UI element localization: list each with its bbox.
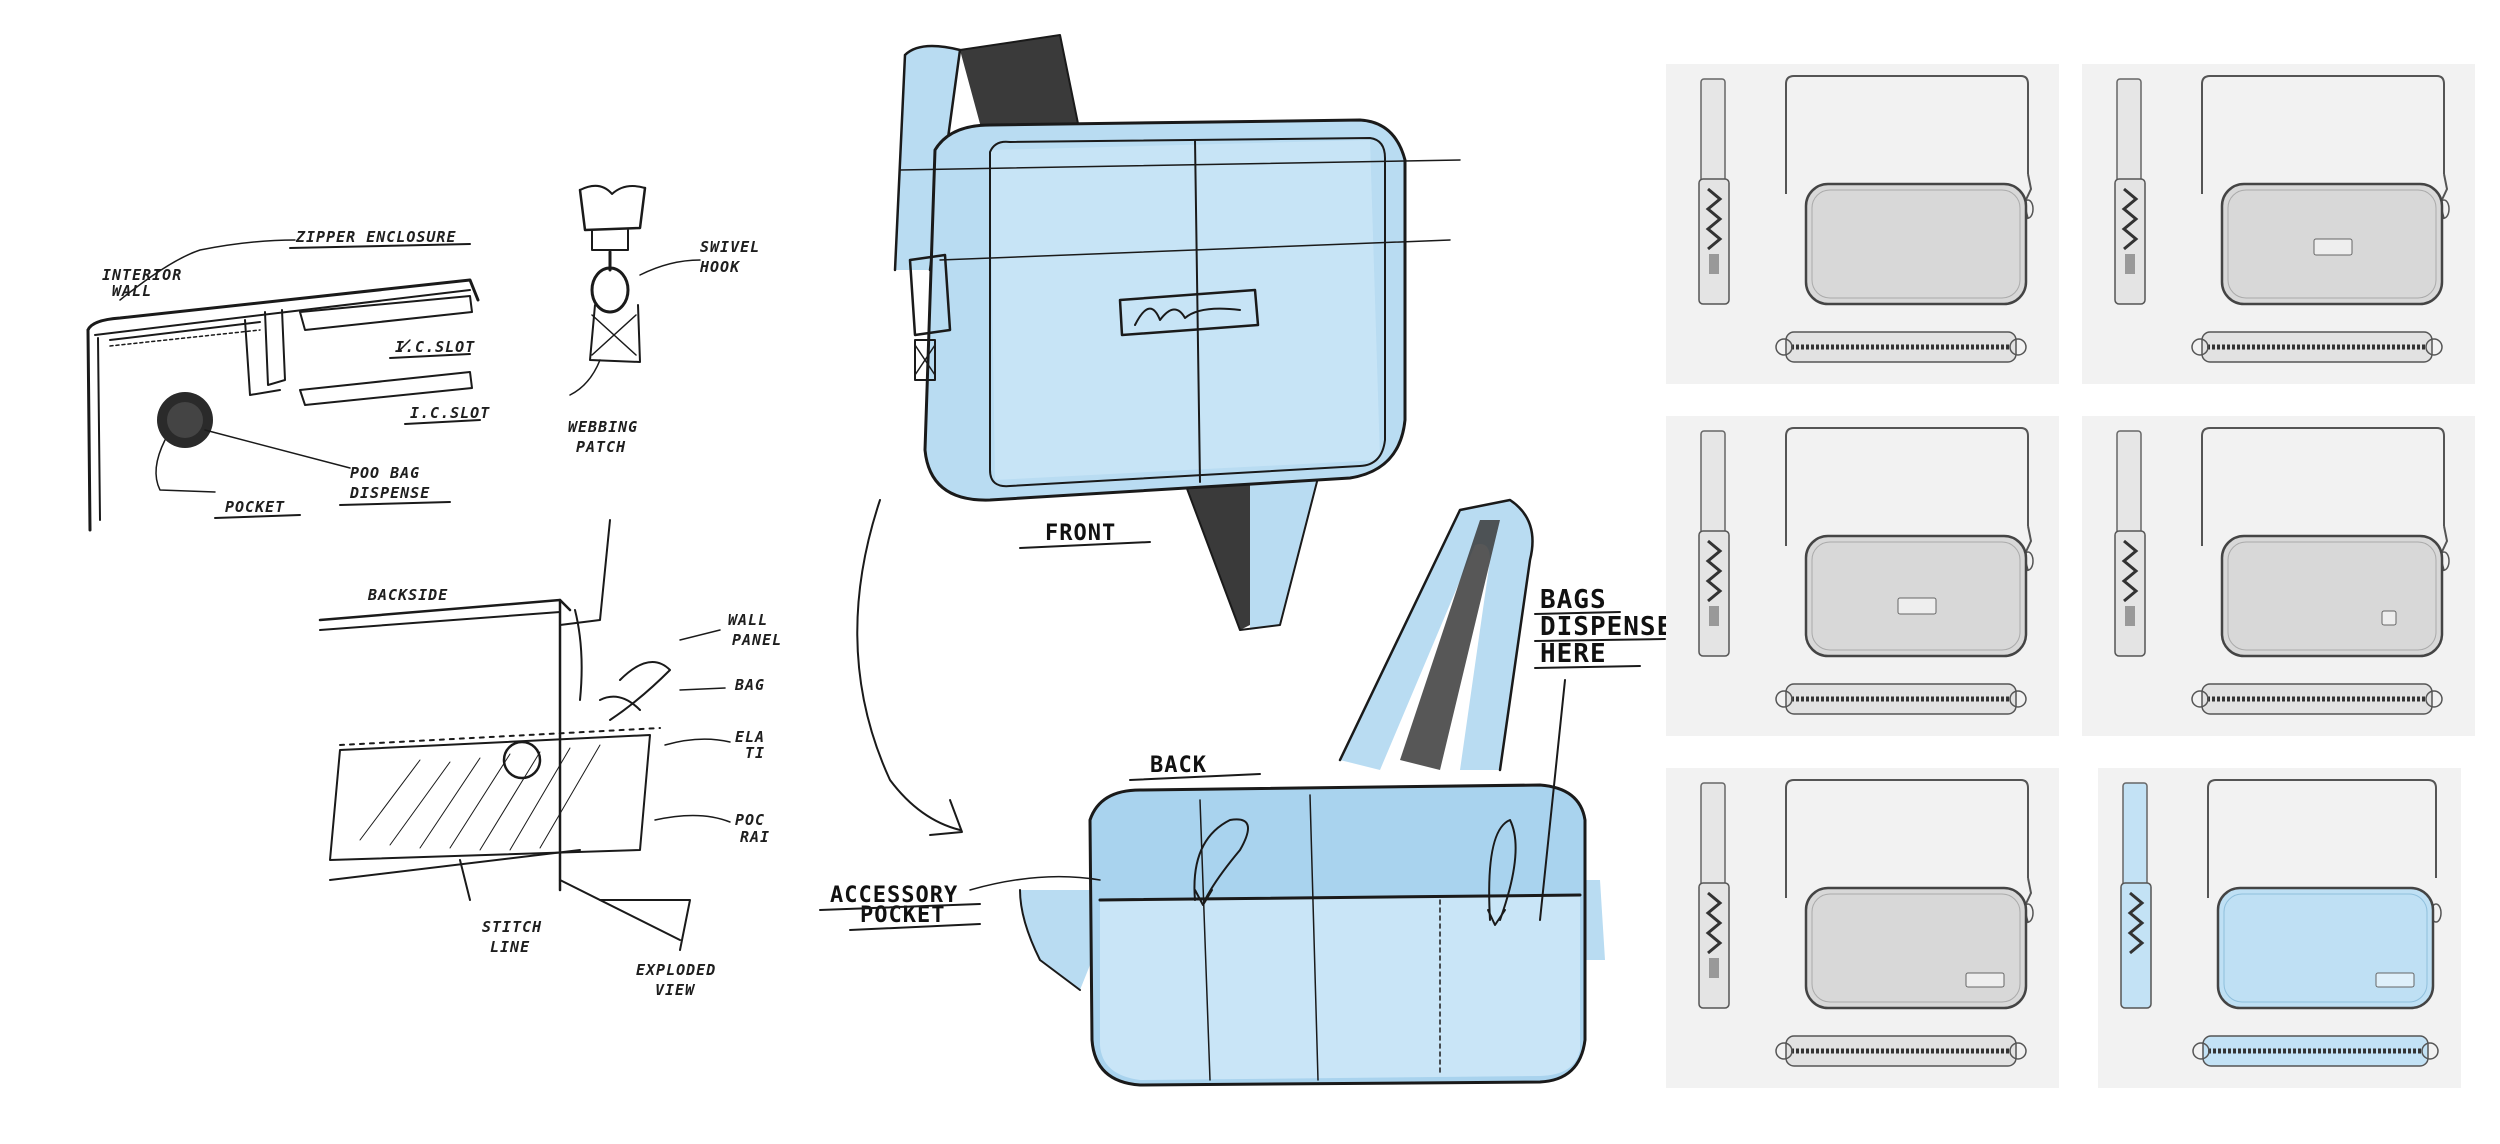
label-poo-bag: POO BAG	[350, 464, 420, 482]
label-wall-2: WALL	[728, 611, 768, 629]
variant-6	[2098, 768, 2461, 1088]
label-pocket: POCKET	[225, 498, 285, 516]
label-ic-slot-1: I.C.SLOT	[395, 338, 475, 356]
label-line: LINE	[490, 938, 530, 956]
label-wall: WALL	[112, 282, 152, 300]
variant-grid	[1666, 64, 2475, 1088]
variant-3	[1666, 416, 2059, 736]
front-bag-sketch: FRONT	[856, 34, 1461, 836]
interior-wall-sketch	[86, 239, 480, 532]
label-here: HERE	[1540, 639, 1607, 669]
swivel-hook-sketch: SWIVEL HOOK WEBBING PATCH	[568, 184, 760, 456]
label-ic-slot-2: I.C.SLOT	[410, 404, 490, 422]
label-interior: INTERIOR	[102, 266, 182, 284]
label-ela: ELA	[735, 728, 765, 746]
exploded-view-sketch: BACKSIDE WALL PANEL BAG ELA TI POC RAI S…	[318, 519, 782, 999]
variant-1	[1666, 64, 2059, 384]
back-bag-sketch: BACK ACCESSORY POCKET BAGS DISPENSED HER…	[819, 498, 1690, 1087]
variant-2	[2082, 64, 2475, 384]
label-zipper-enclosure: ZIPPER ENCLOSURE	[295, 228, 457, 246]
label-bag: BAG	[734, 676, 765, 694]
interior-labels: INTERIOR WALL ZIPPER ENCLOSURE I.C.SLOT …	[102, 228, 490, 519]
label-patch: PATCH	[576, 438, 626, 456]
label-dispense: DISPENSE	[349, 484, 430, 502]
label-front: FRONT	[1045, 521, 1116, 546]
label-ti: TI	[745, 744, 765, 762]
label-dispensed: DISPENSED	[1540, 612, 1690, 642]
label-panel: PANEL	[732, 631, 782, 649]
variant-5	[1666, 768, 2059, 1088]
label-backside: BACKSIDE	[367, 586, 448, 604]
label-back: BACK	[1150, 753, 1207, 778]
label-rai: RAI	[740, 828, 770, 846]
label-swivel: SWIVEL	[700, 238, 760, 256]
label-accessory: ACCESSORY	[830, 883, 958, 908]
label-bags: BAGS	[1540, 585, 1607, 615]
label-poc: POC	[735, 811, 765, 829]
label-exploded: EXPLODED	[636, 961, 716, 979]
variant-4	[2082, 416, 2475, 736]
label-hook: HOOK	[699, 258, 741, 276]
label-view: VIEW	[655, 981, 696, 999]
label-webbing: WEBBING	[568, 418, 638, 436]
label-stitch: STITCH	[482, 918, 542, 936]
